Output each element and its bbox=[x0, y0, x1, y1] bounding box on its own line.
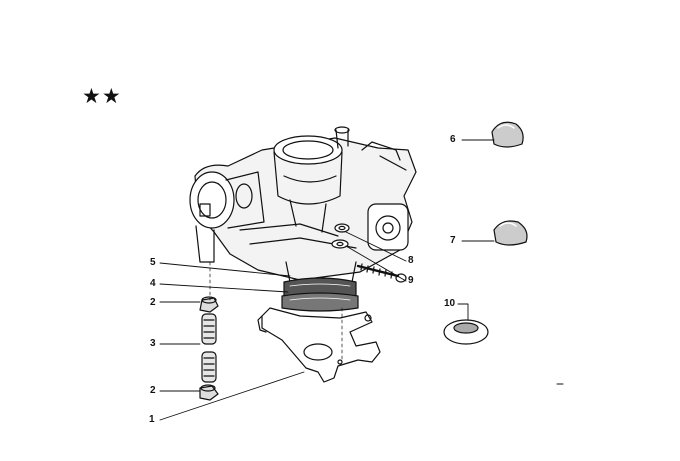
cap-10 bbox=[443, 319, 489, 345]
grommet-6 bbox=[491, 121, 524, 148]
heat-shield-bracket bbox=[257, 307, 381, 383]
callout-6: 6 bbox=[450, 134, 456, 145]
header-marker: ★★ bbox=[82, 84, 122, 108]
stud-bolt bbox=[201, 313, 217, 383]
callout-2-top: 2 bbox=[150, 297, 156, 308]
callout-5: 5 bbox=[150, 257, 156, 268]
nut-and-washer bbox=[331, 223, 350, 249]
callout-1: 1 bbox=[149, 414, 155, 425]
callout-8: 8 bbox=[408, 255, 414, 266]
grommet-7 bbox=[493, 220, 528, 246]
callout-4: 4 bbox=[150, 278, 156, 289]
nut-top bbox=[199, 296, 219, 313]
leader-lines bbox=[159, 139, 564, 421]
callout-3: 3 bbox=[150, 338, 156, 349]
callout-2-bottom: 2 bbox=[150, 385, 156, 396]
nut-bottom bbox=[199, 384, 219, 401]
carburetor-body bbox=[189, 126, 417, 312]
callout-7: 7 bbox=[450, 235, 456, 246]
assembly-axes bbox=[209, 261, 343, 361]
callout-9: 9 bbox=[408, 275, 414, 286]
callout-10: 10 bbox=[444, 298, 456, 309]
